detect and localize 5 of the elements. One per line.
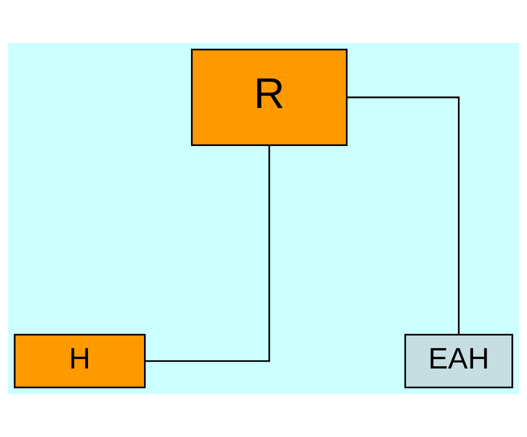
node-box: EAH (404, 334, 514, 388)
node-box: H (14, 334, 146, 388)
connector (144, 146, 270, 362)
node-box: R (191, 48, 348, 146)
connector (346, 96, 460, 334)
